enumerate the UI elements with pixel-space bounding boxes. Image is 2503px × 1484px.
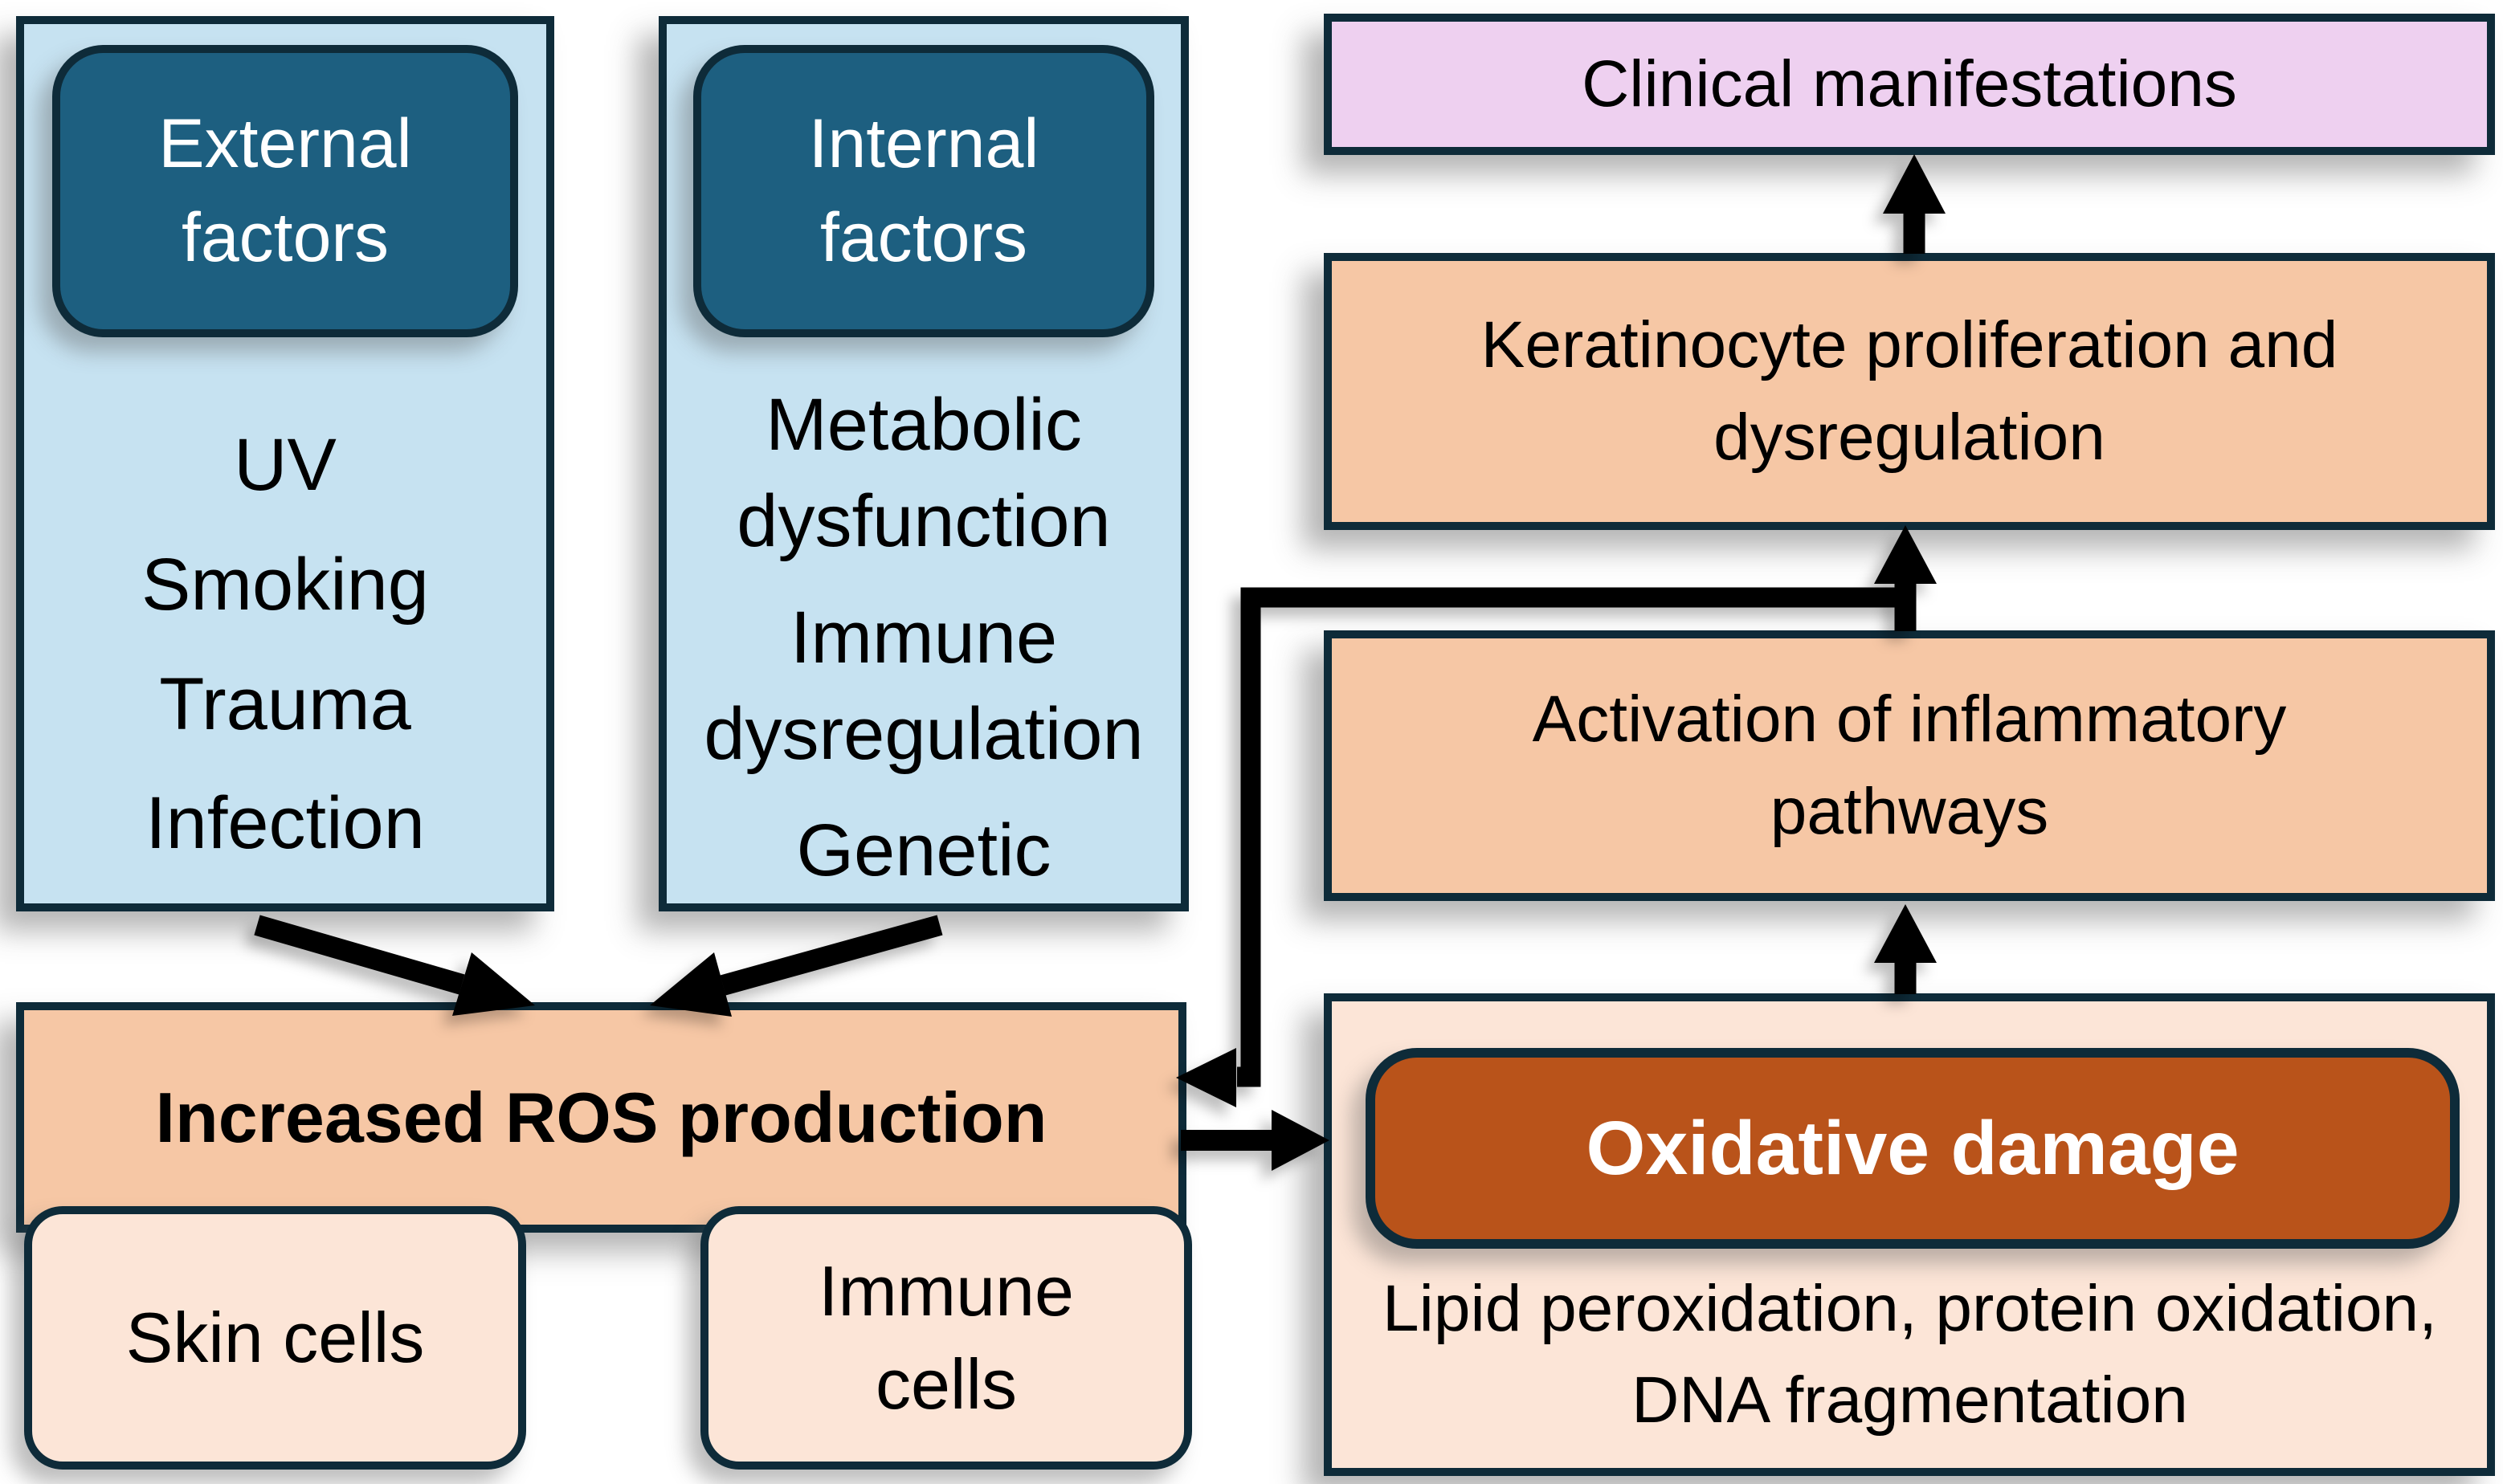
inflammatory-pathways-box: Activation of inflammatory pathways [1324, 630, 2495, 901]
list-item: Trauma [159, 662, 411, 745]
immune-cells-box: Immune cells [700, 1206, 1192, 1470]
list-item: UV [234, 424, 337, 506]
list-item: Metabolic dysfunction [737, 384, 1111, 562]
list-item: Genetic [796, 809, 1051, 892]
ros-production-box: Increased ROS production [16, 1002, 1186, 1233]
internal-factors-title: Internal factors [808, 105, 1039, 276]
internal-factors-list: Metabolic dysfunction Immune dysregulati… [671, 377, 1177, 899]
arrow-inflammation-to-keratinocyte-icon [1874, 525, 1937, 631]
arrow-oxidative-to-inflammation-icon [1874, 904, 1937, 994]
oxidative-damage-title: Oxidative damage [1586, 1105, 2240, 1191]
immune-cells-label: Immune cells [819, 1250, 1074, 1424]
list-item: Infection [145, 782, 425, 865]
oxidative-damage-detail: Lipid peroxidation, protein oxidation, D… [1382, 1272, 2437, 1437]
external-factors-list: UV Smoking Trauma Infection [16, 418, 554, 872]
skin-cells-label: Skin cells [125, 1297, 425, 1377]
keratinocyte-title: Keratinocyte proliferation and dysregula… [1480, 308, 2338, 474]
arrow-ros-to-oxidative-icon [1181, 1110, 1329, 1171]
arrow-keratinocyte-to-clinical-icon [1883, 154, 1946, 254]
ros-production-title: Increased ROS production [155, 1077, 1047, 1157]
external-factors-title: External factors [158, 105, 412, 276]
list-item: Immune dysregulation [704, 597, 1144, 775]
clinical-manifestations-title: Clinical manifestations [1582, 47, 2237, 120]
external-factors-header: External factors [52, 45, 518, 337]
oxidative-damage-banner: Oxidative damage [1366, 1048, 2460, 1249]
keratinocyte-box: Keratinocyte proliferation and dysregula… [1324, 253, 2495, 530]
internal-factors-header: Internal factors [693, 45, 1154, 337]
list-item: Smoking [141, 543, 429, 626]
inflammatory-pathways-title: Activation of inflammatory pathways [1532, 682, 2287, 848]
clinical-manifestations-box: Clinical manifestations [1324, 14, 2495, 155]
skin-cells-box: Skin cells [24, 1206, 526, 1470]
